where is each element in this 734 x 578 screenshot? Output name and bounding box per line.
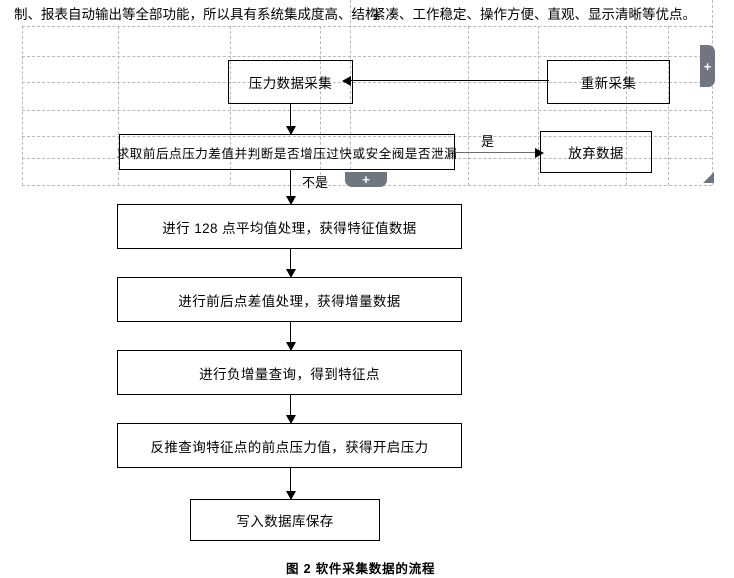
flow-node-write-to-database[interactable]: 写入数据库保存 (190, 499, 380, 541)
gridline-h (22, 110, 712, 111)
paragraph-text-right: 紧凑、工作稳定、操作方便、直观、显示清晰等优点。 (372, 7, 696, 22)
paragraph-text-left: 制、报表自动输出等全部功能，所以具有系统集成度高、结构 (14, 7, 379, 22)
gridline-h (22, 56, 712, 57)
flow-node-discard-data[interactable]: 放弃数据 (540, 131, 652, 173)
arrow-down-icon (286, 126, 296, 135)
gridline-v (712, 0, 713, 185)
connector-judge-to-discard (454, 152, 540, 153)
connector-difference-to-negquery (290, 322, 291, 350)
arrow-down-icon (286, 196, 296, 205)
plus-icon: + (703, 58, 712, 74)
flow-node-negative-increment-query[interactable]: 进行负增量查询，得到特征点 (117, 350, 462, 395)
connector-judge-to-average (290, 170, 291, 202)
arrow-left-icon (342, 76, 351, 86)
flow-node-average-128-points[interactable]: 进行 128 点平均值处理，获得特征值数据 (117, 204, 462, 249)
flow-node-backtrace-opening-pressure[interactable]: 反推查询特征点的前点压力值，获得开启压力 (117, 423, 462, 468)
edge-label-no: 不是 (302, 175, 329, 190)
flow-node-reacquire[interactable]: 重新采集 (547, 60, 670, 104)
plus-icon: + (362, 172, 370, 187)
arrow-down-icon (286, 491, 296, 500)
connector-reacquire-to-acquire (349, 80, 549, 81)
flow-node-point-difference[interactable]: 进行前后点差值处理，获得增量数据 (117, 277, 462, 322)
add-row-handle[interactable]: + (345, 172, 387, 187)
gridline-v (538, 26, 539, 185)
flow-node-pressure-data-acquisition[interactable]: 压力数据采集 (228, 60, 353, 104)
gridline-v (468, 26, 469, 185)
edge-label-yes: 是 (481, 134, 495, 149)
arrow-down-icon (286, 269, 296, 278)
gridline-v (668, 26, 669, 185)
gridline-v (22, 26, 23, 185)
arrow-right-icon (535, 148, 544, 158)
figure-caption: 图 2 软件采集数据的流程 (286, 562, 436, 576)
connector-backtrace-to-save (290, 468, 291, 499)
gridline-h (22, 26, 712, 27)
connector-acquire-to-judge (290, 104, 291, 134)
table-resize-handle[interactable] (702, 171, 715, 184)
connector-average-to-difference (290, 249, 291, 276)
arrow-down-icon (286, 415, 296, 424)
arrow-down-icon (286, 342, 296, 351)
add-column-handle[interactable]: + (700, 45, 715, 87)
flow-node-judge-pressure-difference[interactable]: 求取前后点压力差值并判断是否增压过快或安全阀是否泄漏 (117, 134, 457, 170)
connector-negquery-to-backtrace (290, 395, 291, 423)
